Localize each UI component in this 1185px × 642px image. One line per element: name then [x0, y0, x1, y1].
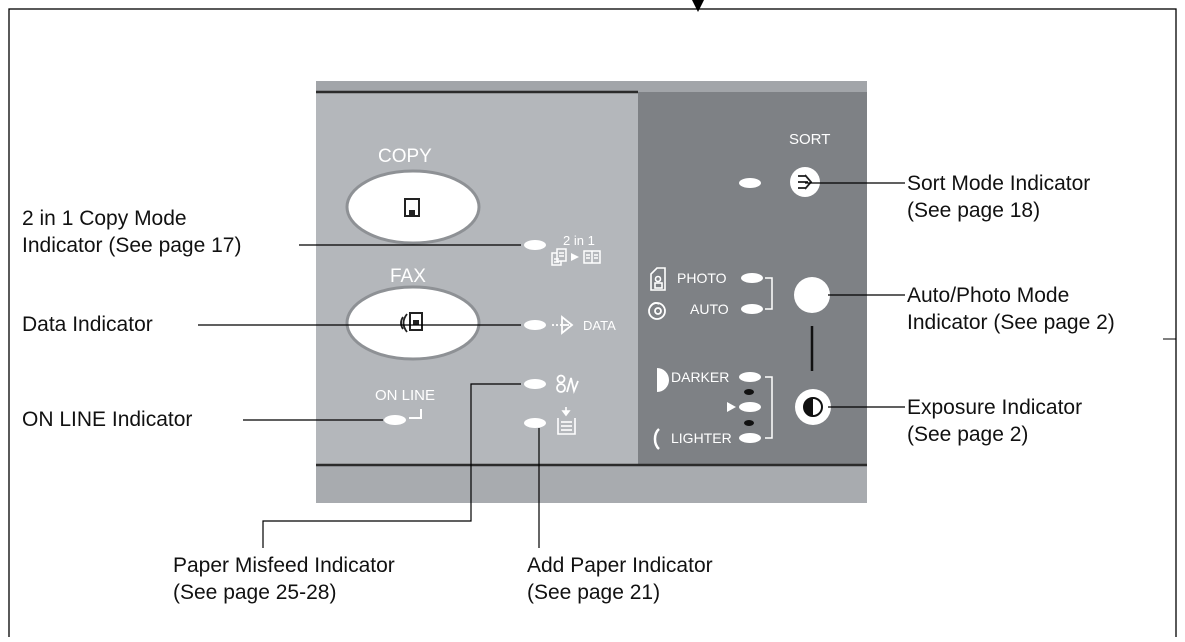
auto-icon [648, 302, 666, 320]
misfeed-led [524, 379, 546, 389]
callout-auto-photo: Auto/Photo Mode Indicator (See page 2) [907, 282, 1115, 336]
callout-data: Data Indicator [22, 311, 153, 338]
darker-label: DARKER [671, 369, 730, 385]
data-label: DATA [583, 318, 616, 333]
lighter-icon [653, 428, 660, 450]
sort-icon [798, 174, 813, 190]
callout-misfeed-line1: Paper Misfeed Indicator [173, 554, 395, 577]
callout-auto-photo-line1: Auto/Photo Mode [907, 284, 1070, 307]
photo-icon [650, 267, 666, 291]
photo-auto-bracket [765, 277, 773, 310]
callout-add-paper-line1: Add Paper Indicator [527, 554, 713, 577]
callout-sort: Sort Mode Indicator (See page 18) [907, 170, 1090, 224]
misfeed-icon [556, 374, 579, 395]
copy-label: COPY [378, 146, 432, 167]
sort-label: SORT [789, 131, 831, 148]
online-bracket-icon [409, 409, 422, 419]
exposure-icon [803, 397, 823, 417]
darker-led [739, 372, 761, 382]
data-arrow-icon [552, 315, 574, 335]
exposure-arrow-icon [727, 402, 736, 412]
photo-label: PHOTO [677, 270, 727, 286]
photo-led [741, 273, 763, 283]
outer-frame [8, 8, 1177, 642]
callout-misfeed: Paper Misfeed Indicator (See page 25-28) [173, 552, 395, 606]
leader-lines [198, 182, 905, 548]
add-paper-icon [557, 407, 576, 435]
data-led [524, 320, 546, 330]
callout-two-in-one-line1: 2 in 1 Copy Mode [22, 207, 187, 230]
top-arrow-icon [692, 0, 704, 12]
fax-label: FAX [390, 266, 426, 287]
callout-add-paper: Add Paper Indicator (See page 21) [527, 552, 713, 606]
callout-auto-photo-line2: Indicator (See page 2) [907, 311, 1115, 334]
callout-misfeed-line2: (See page 25-28) [173, 581, 337, 604]
callout-exposure: Exposure Indicator (See page 2) [907, 394, 1082, 448]
add-paper-led [524, 418, 546, 428]
copy-start-icon [404, 198, 420, 217]
callout-online: ON LINE Indicator [22, 406, 192, 433]
callout-online-line1: ON LINE Indicator [22, 408, 193, 431]
exposure-dot-upper [744, 389, 754, 395]
online-label: ON LINE [375, 387, 436, 404]
callout-add-paper-line2: (See page 21) [527, 581, 661, 604]
darker-icon [657, 368, 669, 392]
exposure-middle-led [739, 402, 761, 412]
auto-led [741, 304, 763, 314]
callout-sort-line2: (See page 18) [907, 199, 1041, 222]
callout-sort-line1: Sort Mode Indicator [907, 172, 1091, 195]
fax-start-icon [400, 312, 423, 333]
panel-bottom-strip [316, 464, 867, 503]
callout-exposure-line2: (See page 2) [907, 423, 1029, 446]
panel-top-strip [316, 81, 867, 92]
lighter-label: LIGHTER [671, 430, 732, 446]
lighter-led [739, 433, 761, 443]
two-in-one-icon [551, 248, 601, 266]
two-in-one-led [524, 240, 546, 250]
exposure-dot-lower [744, 420, 754, 426]
callout-exposure-line1: Exposure Indicator [907, 396, 1083, 419]
leader-misfeed [262, 383, 521, 548]
online-led [384, 415, 406, 425]
callout-data-line1: Data Indicator [22, 313, 153, 336]
exposure-bracket [765, 376, 773, 439]
copy-button[interactable] [345, 169, 481, 245]
callout-two-in-one: 2 in 1 Copy Mode Indicator (See page 17) [22, 205, 241, 259]
auto-photo-button[interactable] [794, 277, 830, 313]
two-in-one-label: 2 in 1 [563, 233, 595, 248]
sort-led [739, 178, 761, 188]
auto-label: AUTO [690, 301, 729, 317]
callout-two-in-one-line2: Indicator (See page 17) [22, 234, 242, 257]
